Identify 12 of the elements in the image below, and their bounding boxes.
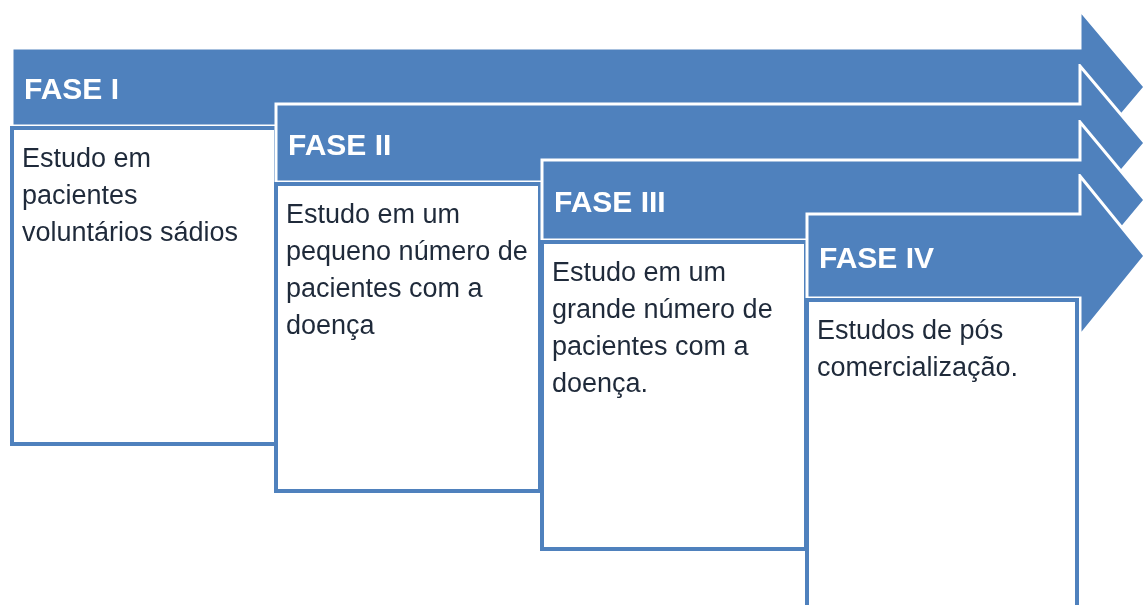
text-box bbox=[805, 298, 1079, 605]
phase-description: Estudo em pacientes voluntários sádios bbox=[22, 142, 240, 249]
text-box bbox=[10, 126, 278, 446]
text-box bbox=[540, 240, 808, 551]
phase-heading: FASE IV bbox=[819, 241, 935, 275]
phase-description: Estudo em um grande número de pacientes com a doença. bbox=[552, 256, 774, 400]
text-box bbox=[274, 182, 542, 493]
phase-heading: FASE II bbox=[288, 128, 392, 162]
phase-heading: FASE I bbox=[24, 72, 120, 106]
phase-description: Estudo em um pequeno número de pacientes com a doença bbox=[286, 198, 529, 342]
phase-heading: FASE III bbox=[554, 185, 666, 219]
phase-description: Estudos de pós comercialização. bbox=[817, 314, 1020, 384]
